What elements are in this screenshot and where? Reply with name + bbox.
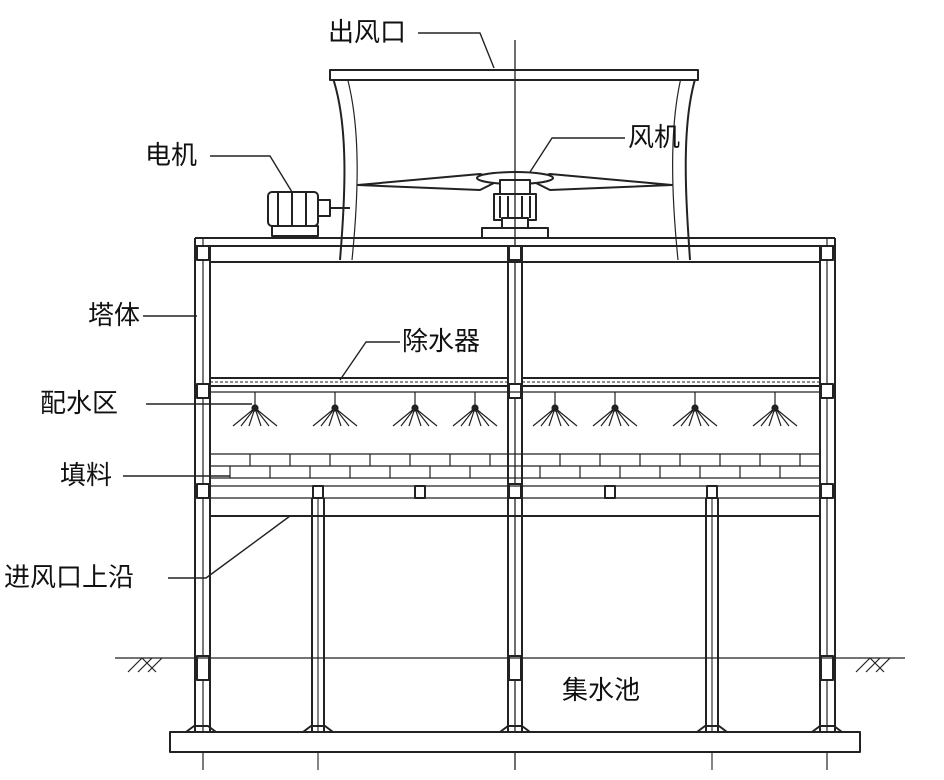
spray-nozzles bbox=[232, 392, 798, 427]
label-motor: 电机 bbox=[145, 141, 198, 171]
label-inlet-upper-edge: 进风口上沿 bbox=[4, 563, 135, 593]
label-tower-body: 塔体 bbox=[88, 301, 141, 331]
label-collection-basin: 集水池 bbox=[562, 676, 641, 706]
fan-stack bbox=[329, 69, 699, 261]
tower-frame bbox=[194, 238, 836, 770]
label-outlet: 出风口 bbox=[328, 18, 407, 48]
label-fill: 填料 bbox=[60, 461, 113, 491]
motor bbox=[267, 191, 350, 237]
leader-lines bbox=[123, 32, 625, 579]
label-drift-eliminator: 除水器 bbox=[402, 327, 481, 357]
label-water-distribution-zone: 配水区 bbox=[40, 389, 119, 419]
collection-basin-base bbox=[169, 725, 861, 753]
drift-eliminator-layer bbox=[209, 377, 821, 393]
inlet-beams bbox=[210, 485, 820, 770]
label-fan: 风机 bbox=[628, 123, 681, 153]
ground-line bbox=[115, 657, 905, 673]
